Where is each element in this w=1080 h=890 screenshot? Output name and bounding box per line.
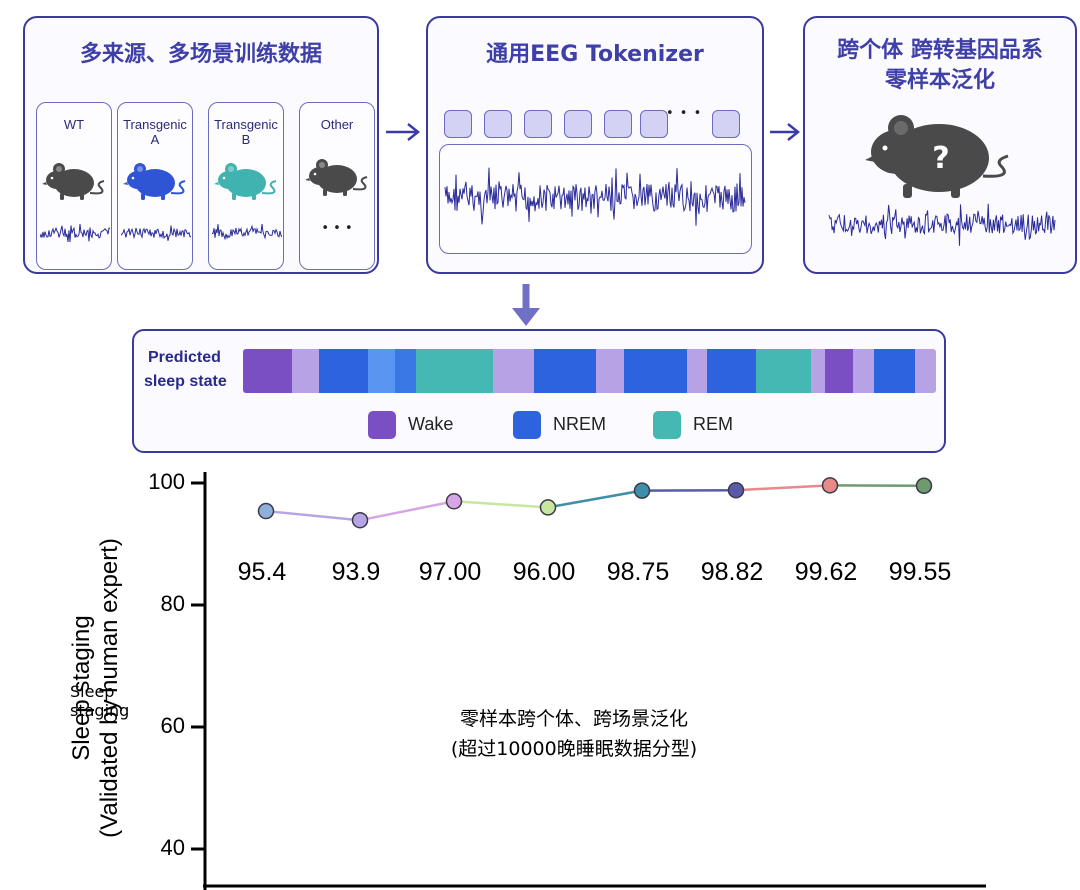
hypnogram-segment	[534, 349, 597, 393]
generalization-title-line1: 跨个体 跨转基因品系	[837, 38, 1043, 63]
hypnogram-segment	[686, 349, 708, 393]
mouse-icon	[214, 163, 277, 200]
hypnogram-segment	[873, 349, 916, 393]
source-card-label: Transgenic A	[123, 117, 187, 147]
source-card: Transgenic B	[208, 102, 284, 270]
legend-label: Wake	[408, 414, 454, 434]
hypnogram-segment	[755, 349, 812, 393]
source-card-label: Other	[320, 117, 354, 132]
hypnogram-segment	[852, 349, 874, 393]
chart-ylabel-text-1: Sleep staging	[68, 615, 95, 761]
data-label: 98.82	[700, 558, 764, 586]
chart-ylabel-text-2: (Validated by human expert)	[96, 538, 123, 838]
data-label: 99.62	[794, 558, 858, 586]
chart-annotation-line1: 零样本跨个体、跨场景泛化	[459, 708, 688, 730]
data-point	[351, 511, 369, 529]
arrow-right-icon	[770, 123, 801, 141]
predicted-label-line1: Predicted	[148, 349, 221, 366]
eeg-signal-box	[439, 144, 752, 254]
data-point	[821, 477, 839, 494]
chart-annotation-line2: (超过10000晚睡眠数据分型)	[450, 738, 698, 760]
mouse-question-icon: ?	[865, 115, 1009, 198]
source-card: WT	[36, 102, 112, 270]
series-line-segment	[359, 500, 455, 522]
source-card-label: WT	[63, 117, 85, 132]
hypnogram-segment	[707, 349, 756, 393]
data-point	[633, 482, 651, 499]
legend-swatch	[368, 411, 396, 439]
data-point	[539, 499, 557, 516]
token-block	[524, 110, 552, 138]
data-label: 97.00	[418, 558, 482, 586]
eeg-mini-waveform	[212, 223, 282, 241]
training-data-title: 多来源、多场景训练数据	[79, 42, 322, 67]
data-point	[257, 502, 275, 520]
data-label: 96.00	[512, 558, 576, 586]
generalization-panel: 跨个体 跨转基因品系 零样本泛化 ?	[803, 16, 1077, 274]
source-card-label: Transgenic B	[214, 117, 278, 147]
token-block	[712, 110, 740, 138]
series-line-segment	[547, 489, 643, 509]
legend-swatch	[653, 411, 681, 439]
arrow-right-icon	[386, 123, 421, 141]
token-block	[640, 110, 668, 138]
series-line-segment	[265, 509, 361, 522]
data-point	[727, 481, 745, 499]
source-card: Transgenic A	[117, 102, 193, 270]
data-label: 99.55	[888, 558, 952, 586]
data-label: 95.4	[237, 558, 287, 586]
arrow-down-icon	[512, 284, 540, 326]
eeg-mini-waveform	[40, 223, 110, 243]
eeg-waveform	[444, 167, 746, 226]
mouse-icon	[42, 163, 105, 200]
y-tick-label: 100	[148, 469, 185, 494]
tokenizer-title: 通用EEG Tokenizer	[486, 42, 704, 67]
mouse-icon	[305, 159, 368, 196]
token-ellipsis: • • •	[666, 106, 703, 121]
hypnogram-segment	[416, 349, 493, 393]
hypnogram-segment	[367, 349, 396, 393]
hypnogram-segment	[243, 349, 292, 393]
chart-ylabel: Sleep staging (Validated by human expert…	[68, 518, 124, 858]
more-sources-ellipsis: • • •	[321, 221, 353, 236]
hypnogram-segment	[492, 349, 535, 393]
tokenizer-panel: 通用EEG Tokenizer • • •	[426, 16, 764, 274]
hypnogram-bar	[243, 349, 936, 393]
data-point	[445, 493, 463, 510]
legend-swatch	[513, 411, 541, 439]
series-line-segment	[735, 484, 831, 492]
training-data-panel: 多来源、多场景训练数据 WT Transgenic A Transgenic B Ot…	[23, 16, 379, 274]
data-label: 98.75	[606, 558, 670, 586]
hypnogram-segment	[825, 349, 853, 393]
eeg-waveform-generalization	[828, 203, 1056, 246]
hypnogram-segment	[596, 349, 625, 393]
hypnogram-segment	[915, 349, 936, 393]
data-label: 93.9	[331, 558, 381, 586]
y-tick-label: 60	[160, 713, 185, 738]
hypnogram-segment	[811, 349, 826, 393]
series-line-segment	[453, 500, 549, 509]
mouse-icon	[123, 163, 186, 200]
mouse-question-mark: ?	[932, 141, 949, 176]
token-block	[484, 110, 512, 138]
hypnogram-segment	[319, 349, 368, 393]
hypnogram-segment	[624, 349, 687, 393]
token-block	[444, 110, 472, 138]
predicted-label-line2: sleep state	[144, 373, 227, 390]
legend-label: REM	[693, 414, 733, 434]
y-tick-label: 80	[160, 591, 185, 616]
source-card: Other • • •	[299, 102, 375, 270]
data-point	[915, 477, 933, 494]
hypnogram-segment	[395, 349, 417, 393]
legend-label: NREM	[553, 414, 606, 434]
token-block	[604, 110, 632, 138]
token-block	[564, 110, 592, 138]
y-tick-label: 40	[160, 835, 185, 860]
eeg-mini-waveform	[121, 225, 191, 241]
generalization-title-line2: 零样本泛化	[884, 68, 995, 93]
hypnogram-segment	[291, 349, 320, 393]
